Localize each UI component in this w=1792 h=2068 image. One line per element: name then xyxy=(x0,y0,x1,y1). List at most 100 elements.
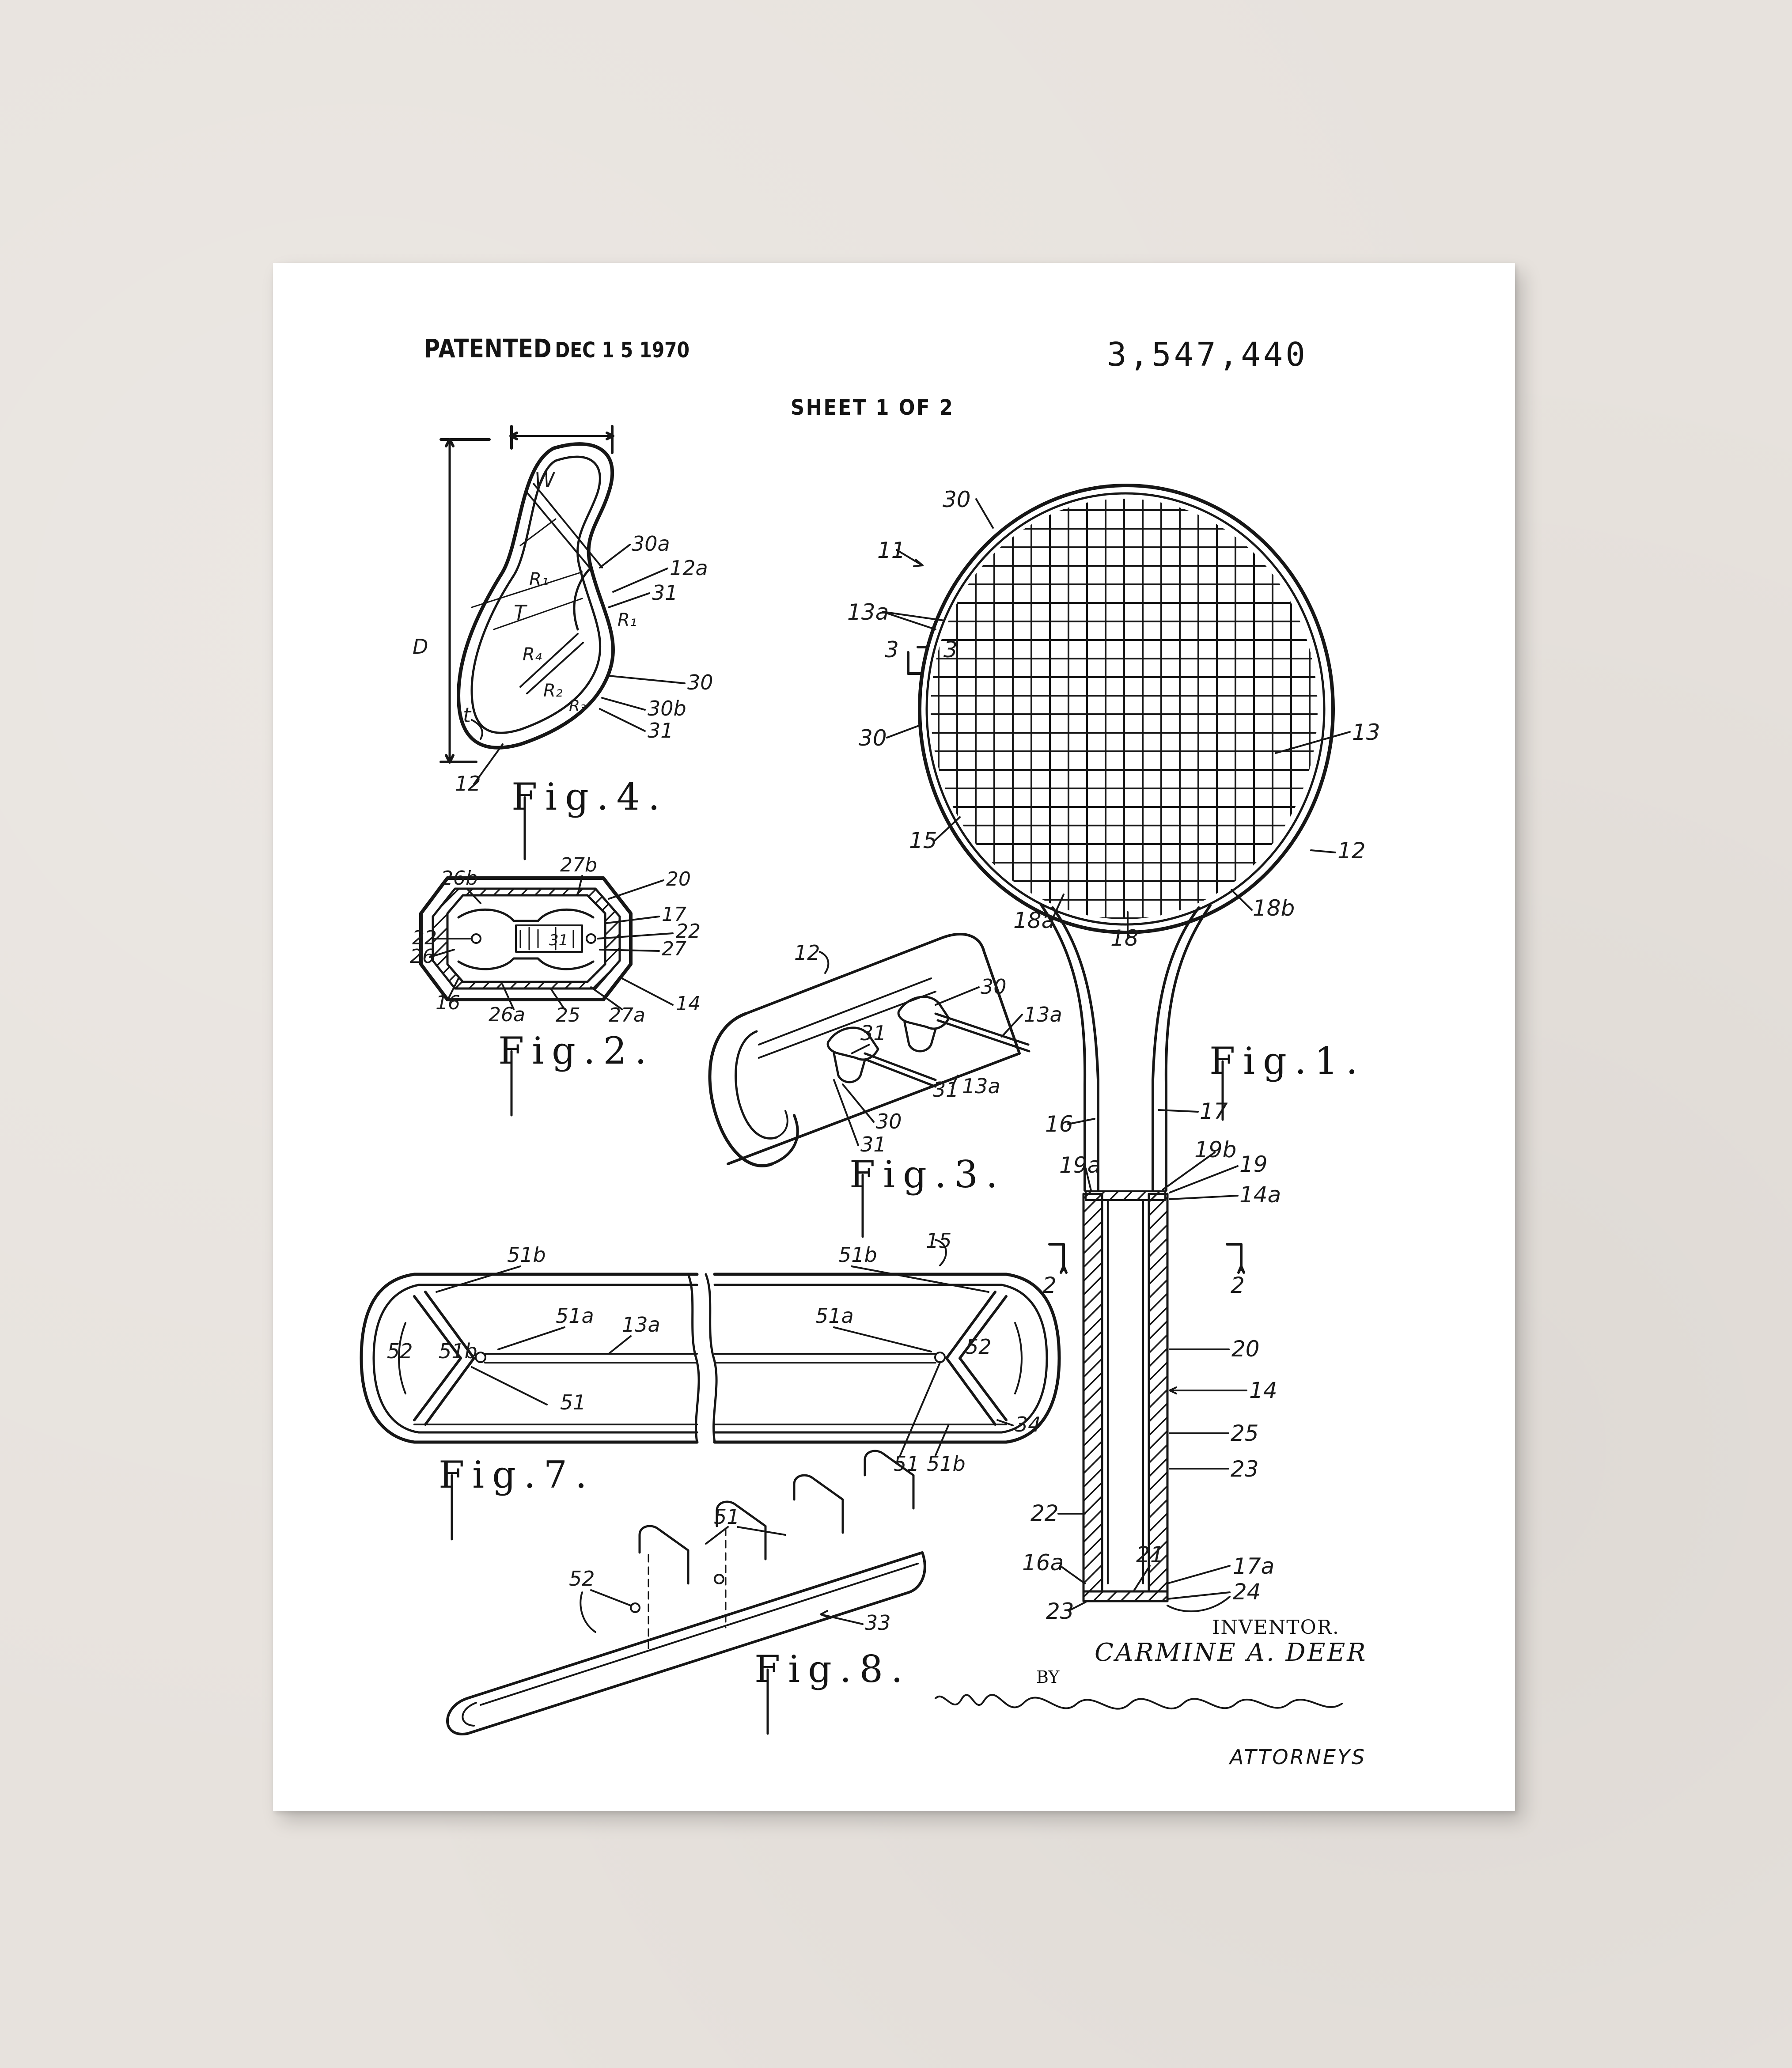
svg-text:27a: 27a xyxy=(609,1004,645,1026)
figure-label-stems xyxy=(451,796,1224,1735)
fig2-labels: 27b 26b 20 17 22 22 31 27 26 16 26a 25 2… xyxy=(410,854,701,1026)
svg-text:30b: 30b xyxy=(648,697,686,720)
svg-text:18b: 18b xyxy=(1253,895,1295,921)
svg-text:20: 20 xyxy=(666,868,691,890)
svg-text:11: 11 xyxy=(877,538,905,563)
svg-text:R₁: R₁ xyxy=(618,610,637,630)
svg-text:51a: 51a xyxy=(556,1304,594,1328)
fig8-leaders xyxy=(580,1526,864,1633)
patented-date: DEC 1 5 1970 xyxy=(555,338,690,363)
svg-text:30: 30 xyxy=(943,487,971,512)
svg-text:13a: 13a xyxy=(962,1074,1000,1098)
fig1-labels: 30 11 13a 3 3 30 13 15 12 18a 18 18b 16 … xyxy=(847,487,1380,1624)
svg-text:13: 13 xyxy=(1352,720,1380,745)
svg-text:51b: 51b xyxy=(439,1339,477,1363)
fig2-leaders xyxy=(429,875,674,1010)
svg-text:31: 31 xyxy=(648,719,674,742)
svg-text:18: 18 xyxy=(1110,925,1139,951)
svg-text:51b: 51b xyxy=(507,1243,546,1267)
svg-text:23: 23 xyxy=(1231,1456,1259,1482)
svg-text:17a: 17a xyxy=(1233,1553,1274,1579)
fig1-leaders xyxy=(882,498,1351,1613)
fig4-label: Fig.4. xyxy=(511,775,668,818)
svg-text:27: 27 xyxy=(662,938,686,960)
svg-text:33: 33 xyxy=(865,1611,891,1635)
fig7-leaders xyxy=(436,1239,1014,1456)
svg-text:14a: 14a xyxy=(1239,1182,1281,1208)
svg-text:26b: 26b xyxy=(441,867,478,890)
svg-text:D: D xyxy=(413,635,428,659)
svg-text:13a: 13a xyxy=(1024,1003,1062,1026)
fig7-drawing xyxy=(360,1273,1061,1444)
svg-text:31: 31 xyxy=(652,581,678,605)
svg-text:16a: 16a xyxy=(1022,1550,1064,1576)
svg-text:12: 12 xyxy=(794,941,820,965)
sheet-number: SHEET 1 OF 2 xyxy=(791,395,955,420)
svg-text:18a: 18a xyxy=(1013,908,1055,933)
svg-text:22: 22 xyxy=(676,920,701,943)
svg-text:30: 30 xyxy=(859,725,887,751)
svg-text:52: 52 xyxy=(387,1339,413,1363)
svg-text:25: 25 xyxy=(556,1004,580,1026)
inventor-name: CARMINE A. DEER xyxy=(1095,1638,1368,1667)
svg-text:12a: 12a xyxy=(670,556,708,580)
svg-text:51: 51 xyxy=(714,1505,740,1529)
svg-text:2: 2 xyxy=(1231,1273,1245,1298)
fig8-labels: 51 52 33 xyxy=(569,1505,891,1635)
svg-text:52: 52 xyxy=(569,1567,595,1591)
svg-text:27b: 27b xyxy=(560,854,597,876)
fig8-label: Fig.8. xyxy=(754,1648,911,1691)
svg-text:31: 31 xyxy=(860,1021,887,1045)
svg-text:20: 20 xyxy=(1231,1336,1260,1362)
svg-text:W: W xyxy=(534,468,555,492)
svg-text:26a: 26a xyxy=(489,1004,525,1026)
svg-text:12: 12 xyxy=(1337,838,1366,864)
fig3-drawing xyxy=(708,933,1030,1167)
fig7-labels: 51b 51a 13a 52 51b 51 51b 15 51a 52 34 5… xyxy=(387,1229,1041,1476)
fig3-labels: 12 30 13a 31 31 13a 30 31 xyxy=(794,941,1062,1156)
svg-text:31: 31 xyxy=(549,932,568,949)
inventor-label: INVENTOR. xyxy=(1212,1616,1340,1639)
svg-text:25: 25 xyxy=(1231,1420,1259,1446)
svg-text:R₃: R₃ xyxy=(569,697,586,715)
fig8-drawing xyxy=(446,1450,926,1735)
patent-number: 3,547,440 xyxy=(1107,336,1308,374)
fig1-label: Fig.1. xyxy=(1209,1039,1366,1083)
svg-text:52: 52 xyxy=(966,1335,992,1359)
fig3-leaders xyxy=(819,951,1023,1146)
fig3-label: Fig.3. xyxy=(849,1153,1006,1196)
patent-drawing: 30 11 13a 3 3 30 13 15 12 18a 18 18b 16 … xyxy=(360,425,1380,1735)
svg-text:13a: 13a xyxy=(622,1313,660,1337)
attorneys-label: ATTORNEYS xyxy=(1230,1745,1367,1769)
svg-text:14: 14 xyxy=(1249,1378,1277,1403)
svg-text:22: 22 xyxy=(412,927,437,949)
svg-text:19: 19 xyxy=(1239,1151,1268,1177)
fig7-label: Fig.7. xyxy=(439,1453,595,1496)
svg-text:16: 16 xyxy=(436,992,460,1014)
svg-text:30a: 30a xyxy=(632,532,670,556)
svg-text:34: 34 xyxy=(1015,1413,1041,1436)
svg-text:2: 2 xyxy=(1042,1273,1057,1298)
svg-text:31: 31 xyxy=(860,1132,887,1156)
fig4-drawing xyxy=(439,425,615,764)
svg-text:30: 30 xyxy=(981,975,1007,999)
svg-text:22: 22 xyxy=(1030,1500,1059,1526)
fig2-drawing xyxy=(419,876,633,1001)
svg-text:R₁: R₁ xyxy=(529,569,549,590)
svg-text:51: 51 xyxy=(560,1390,586,1414)
svg-text:17: 17 xyxy=(662,903,686,926)
svg-text:19b: 19b xyxy=(1194,1137,1236,1163)
fig4-labels: W D 30a 12a 31 R₁ R₁ T R₄ 30 R₂ t R₃ 30b… xyxy=(413,468,713,795)
svg-text:t: t xyxy=(463,703,472,727)
svg-text:51a: 51a xyxy=(815,1304,854,1328)
svg-text:R₂: R₂ xyxy=(543,681,563,701)
signature-scribble xyxy=(935,1694,1343,1710)
svg-text:21: 21 xyxy=(1136,1542,1164,1568)
svg-text:15: 15 xyxy=(909,828,937,853)
svg-text:R₄: R₄ xyxy=(523,644,542,665)
svg-text:51b: 51b xyxy=(927,1452,966,1476)
by-label: BY xyxy=(1036,1667,1060,1687)
svg-text:23: 23 xyxy=(1046,1598,1074,1624)
